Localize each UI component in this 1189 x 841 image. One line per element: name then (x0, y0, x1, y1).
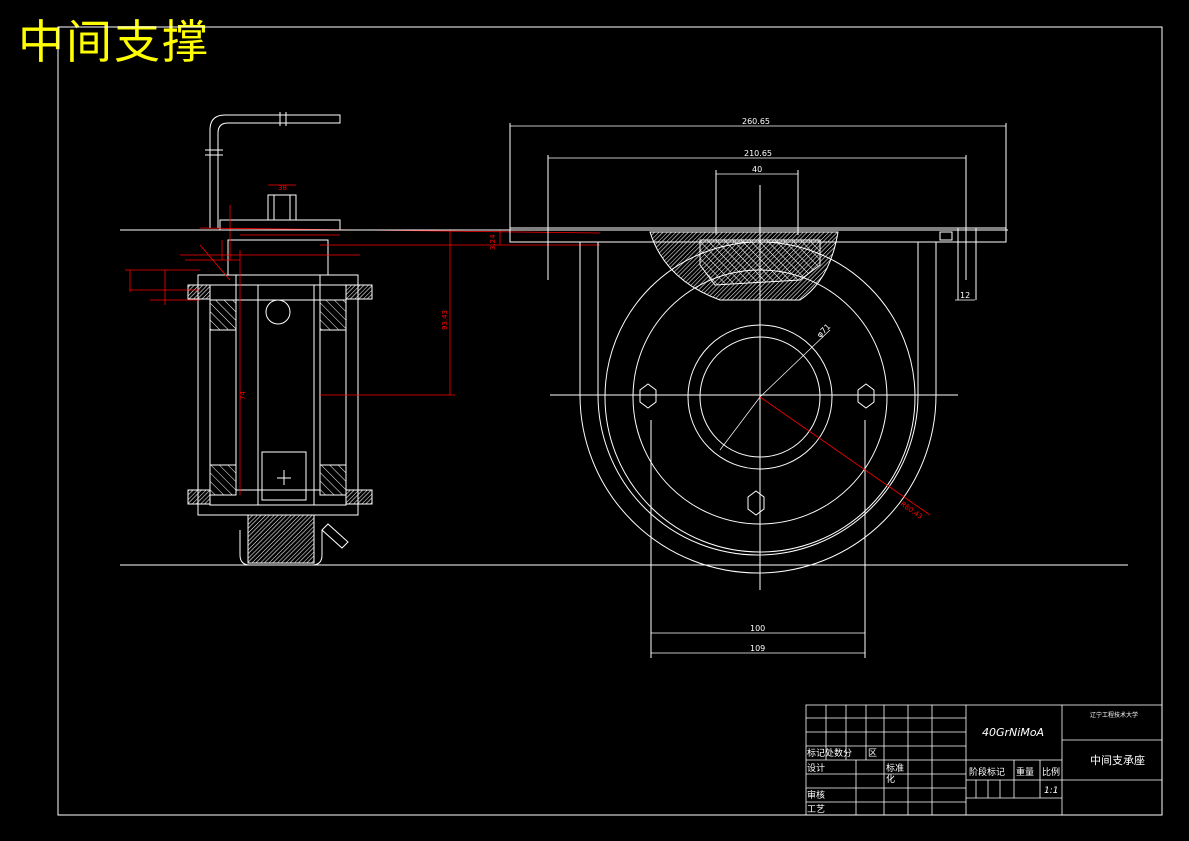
dim-inner-width: 210.65 (744, 149, 772, 158)
row-label-review: 审核 (807, 789, 825, 801)
drawing-title: 中间支撑 (18, 15, 210, 69)
front-view-dimensions (510, 125, 1006, 654)
row-label-process: 工艺 (807, 804, 825, 815)
dim-radius-1: φ71 (815, 322, 832, 339)
drawing-name-label: 中间支承座 (1090, 753, 1145, 767)
dim-radius-2: R80.43 (899, 500, 924, 521)
dim-bottom-width-2: 109 (750, 644, 765, 653)
front-view (120, 123, 1128, 658)
dim-top-width: 260.65 (742, 117, 770, 126)
dim-bolt-width: 38 (278, 184, 287, 192)
col-stage-label: 阶段标记 (969, 766, 1005, 778)
material-label: 40GrNiMoA (982, 726, 1044, 739)
title-block (805, 704, 1163, 816)
row-label-marks: 标记处数分 (807, 747, 852, 759)
side-view-dimensions (125, 184, 601, 495)
col-weight-label: 重量 (1016, 766, 1034, 778)
col-scale-label: 比例 (1042, 766, 1060, 778)
row-label-standard2: 化 (886, 773, 895, 785)
scale-value: 1:1 (1044, 786, 1058, 796)
dim-bottom-width-1: 100 (750, 624, 765, 633)
dim-right-slot: 12 (960, 291, 970, 300)
side-view (187, 112, 373, 566)
dim-left-height: 74 (239, 391, 247, 400)
row-label-design: 设计 (807, 762, 825, 774)
drawing-frame (57, 26, 1163, 816)
row-label-zone: 区 (868, 748, 877, 759)
school-label: 辽宁工程技术大学 (1090, 711, 1138, 719)
front-view-red-lines (759, 396, 931, 516)
dim-vertical-height: 93.43 (441, 310, 449, 330)
row-label-standard: 标准 (886, 762, 904, 774)
dim-small-gap: 3.24 (489, 234, 497, 250)
side-view-dim-text: 38 93.43 3.24 74 (239, 184, 497, 400)
dim-center-width: 40 (752, 165, 762, 174)
title-block-text: 40GrNiMoA 辽宁工程技术大学 中间支承座 标记处数分 区 设计 标准 化… (807, 711, 1145, 815)
